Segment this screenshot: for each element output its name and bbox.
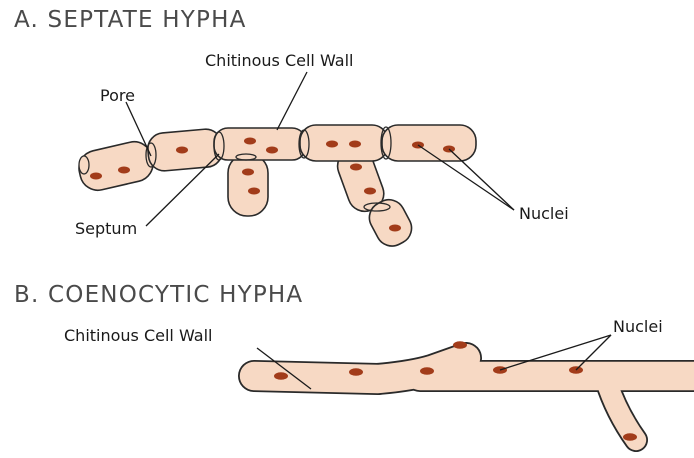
label-nuclei-a: Nuclei bbox=[519, 204, 569, 223]
label-septum: Septum bbox=[75, 219, 137, 238]
nucleus bbox=[364, 188, 376, 195]
coenocytic-body-outline bbox=[254, 358, 694, 440]
leader-line-cell-wall bbox=[277, 72, 307, 130]
label-pore: Pore bbox=[100, 86, 135, 105]
nucleus bbox=[176, 147, 188, 154]
nucleus bbox=[350, 164, 362, 171]
hypha-tip-cap bbox=[79, 156, 89, 174]
nucleus bbox=[349, 141, 361, 148]
hypha-cell bbox=[228, 154, 268, 216]
label-cell-wall-a: Chitinous Cell Wall bbox=[205, 51, 353, 70]
label-nuclei-b: Nuclei bbox=[613, 317, 663, 336]
septate-branch-1 bbox=[228, 154, 268, 216]
nucleus bbox=[266, 147, 278, 154]
nucleus bbox=[420, 367, 434, 375]
nucleus bbox=[623, 433, 637, 441]
septate-hypha bbox=[75, 72, 514, 252]
nucleus bbox=[274, 372, 288, 380]
section-b-title: B. COENOCYTIC HYPHA bbox=[14, 282, 303, 308]
coenocytic-hypha bbox=[254, 335, 694, 441]
hypha-cell bbox=[382, 125, 476, 161]
septate-main-chain bbox=[75, 125, 476, 194]
label-cell-wall-b: Chitinous Cell Wall bbox=[64, 326, 212, 345]
leader-line-nuclei-2 bbox=[449, 149, 514, 210]
nucleus bbox=[90, 173, 102, 180]
nucleus bbox=[242, 169, 254, 176]
hypha-cell bbox=[214, 128, 306, 160]
nucleus bbox=[453, 341, 467, 349]
nucleus bbox=[118, 167, 130, 174]
nucleus bbox=[326, 141, 338, 148]
nucleus bbox=[389, 225, 401, 232]
nucleus bbox=[248, 188, 260, 195]
nucleus bbox=[349, 368, 363, 376]
hypha-cell bbox=[300, 125, 388, 161]
section-a-title: A. SEPTATE HYPHA bbox=[14, 7, 247, 33]
nucleus bbox=[244, 138, 256, 145]
